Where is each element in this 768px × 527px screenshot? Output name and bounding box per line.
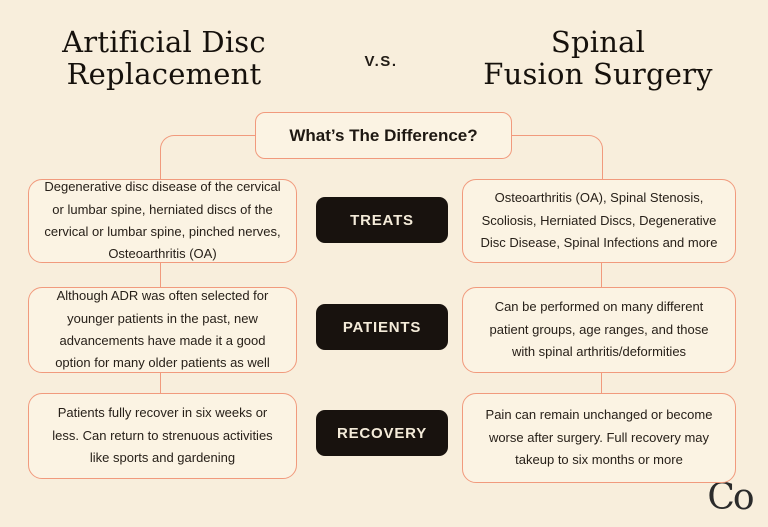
adr-recovery-text: Patients fully recover in six weeks or l… [52,405,273,466]
question-box: What’s The Difference? [255,112,512,159]
adr-patients-text: Although ADR was often selected for youn… [55,288,270,371]
fusion-recovery-text: Pain can remain unchanged or become wors… [485,407,713,468]
connector-left-segment-1 [160,262,161,288]
recovery-label: RECOVERY [336,424,428,442]
patients-label: PATIENTS [342,318,422,336]
title-left-line2: Replacement [66,57,262,92]
adr-treats-text: Degenerative disc disease of the cervica… [44,179,281,262]
treats-label: TREATS [350,211,414,229]
title-artificial-disc-replacement: Artificial Disc Replacement [30,26,298,91]
adr-treats-box: Degenerative disc disease of the cervica… [28,179,297,263]
connector-elbow-right [511,135,603,181]
title-left-line1: Artificial Disc [62,25,266,59]
adr-patients-box: Although ADR was often selected for youn… [28,287,297,373]
category-pill-recovery: RECOVERY [316,410,448,456]
title-right-line1: Spinal [550,25,646,59]
category-pill-treats: TREATS [316,197,448,243]
versus-label: V.S. [364,53,398,70]
fusion-patients-text: Can be performed on many different patie… [489,299,709,360]
category-pill-patients: PATIENTS [316,304,448,350]
fusion-patients-box: Can be performed on many different patie… [462,287,736,373]
question-box-label: What’s The Difference? [289,125,478,145]
connector-left-segment-2 [160,372,161,394]
fusion-treats-text: Osteoarthritis (OA), Spinal Stenosis, Sc… [480,190,718,251]
title-right-line2: Fusion Surgery [483,57,713,92]
fusion-recovery-box: Pain can remain unchanged or become wors… [462,393,736,483]
fusion-treats-box: Osteoarthritis (OA), Spinal Stenosis, Sc… [462,179,736,263]
adr-recovery-box: Patients fully recover in six weeks or l… [28,393,297,479]
connector-right-segment-2 [601,372,602,394]
title-spinal-fusion-surgery: Spinal Fusion Surgery [452,26,744,91]
brand-logo: Co [707,477,754,518]
connector-right-segment-1 [601,262,602,288]
connector-elbow-left [160,135,257,181]
